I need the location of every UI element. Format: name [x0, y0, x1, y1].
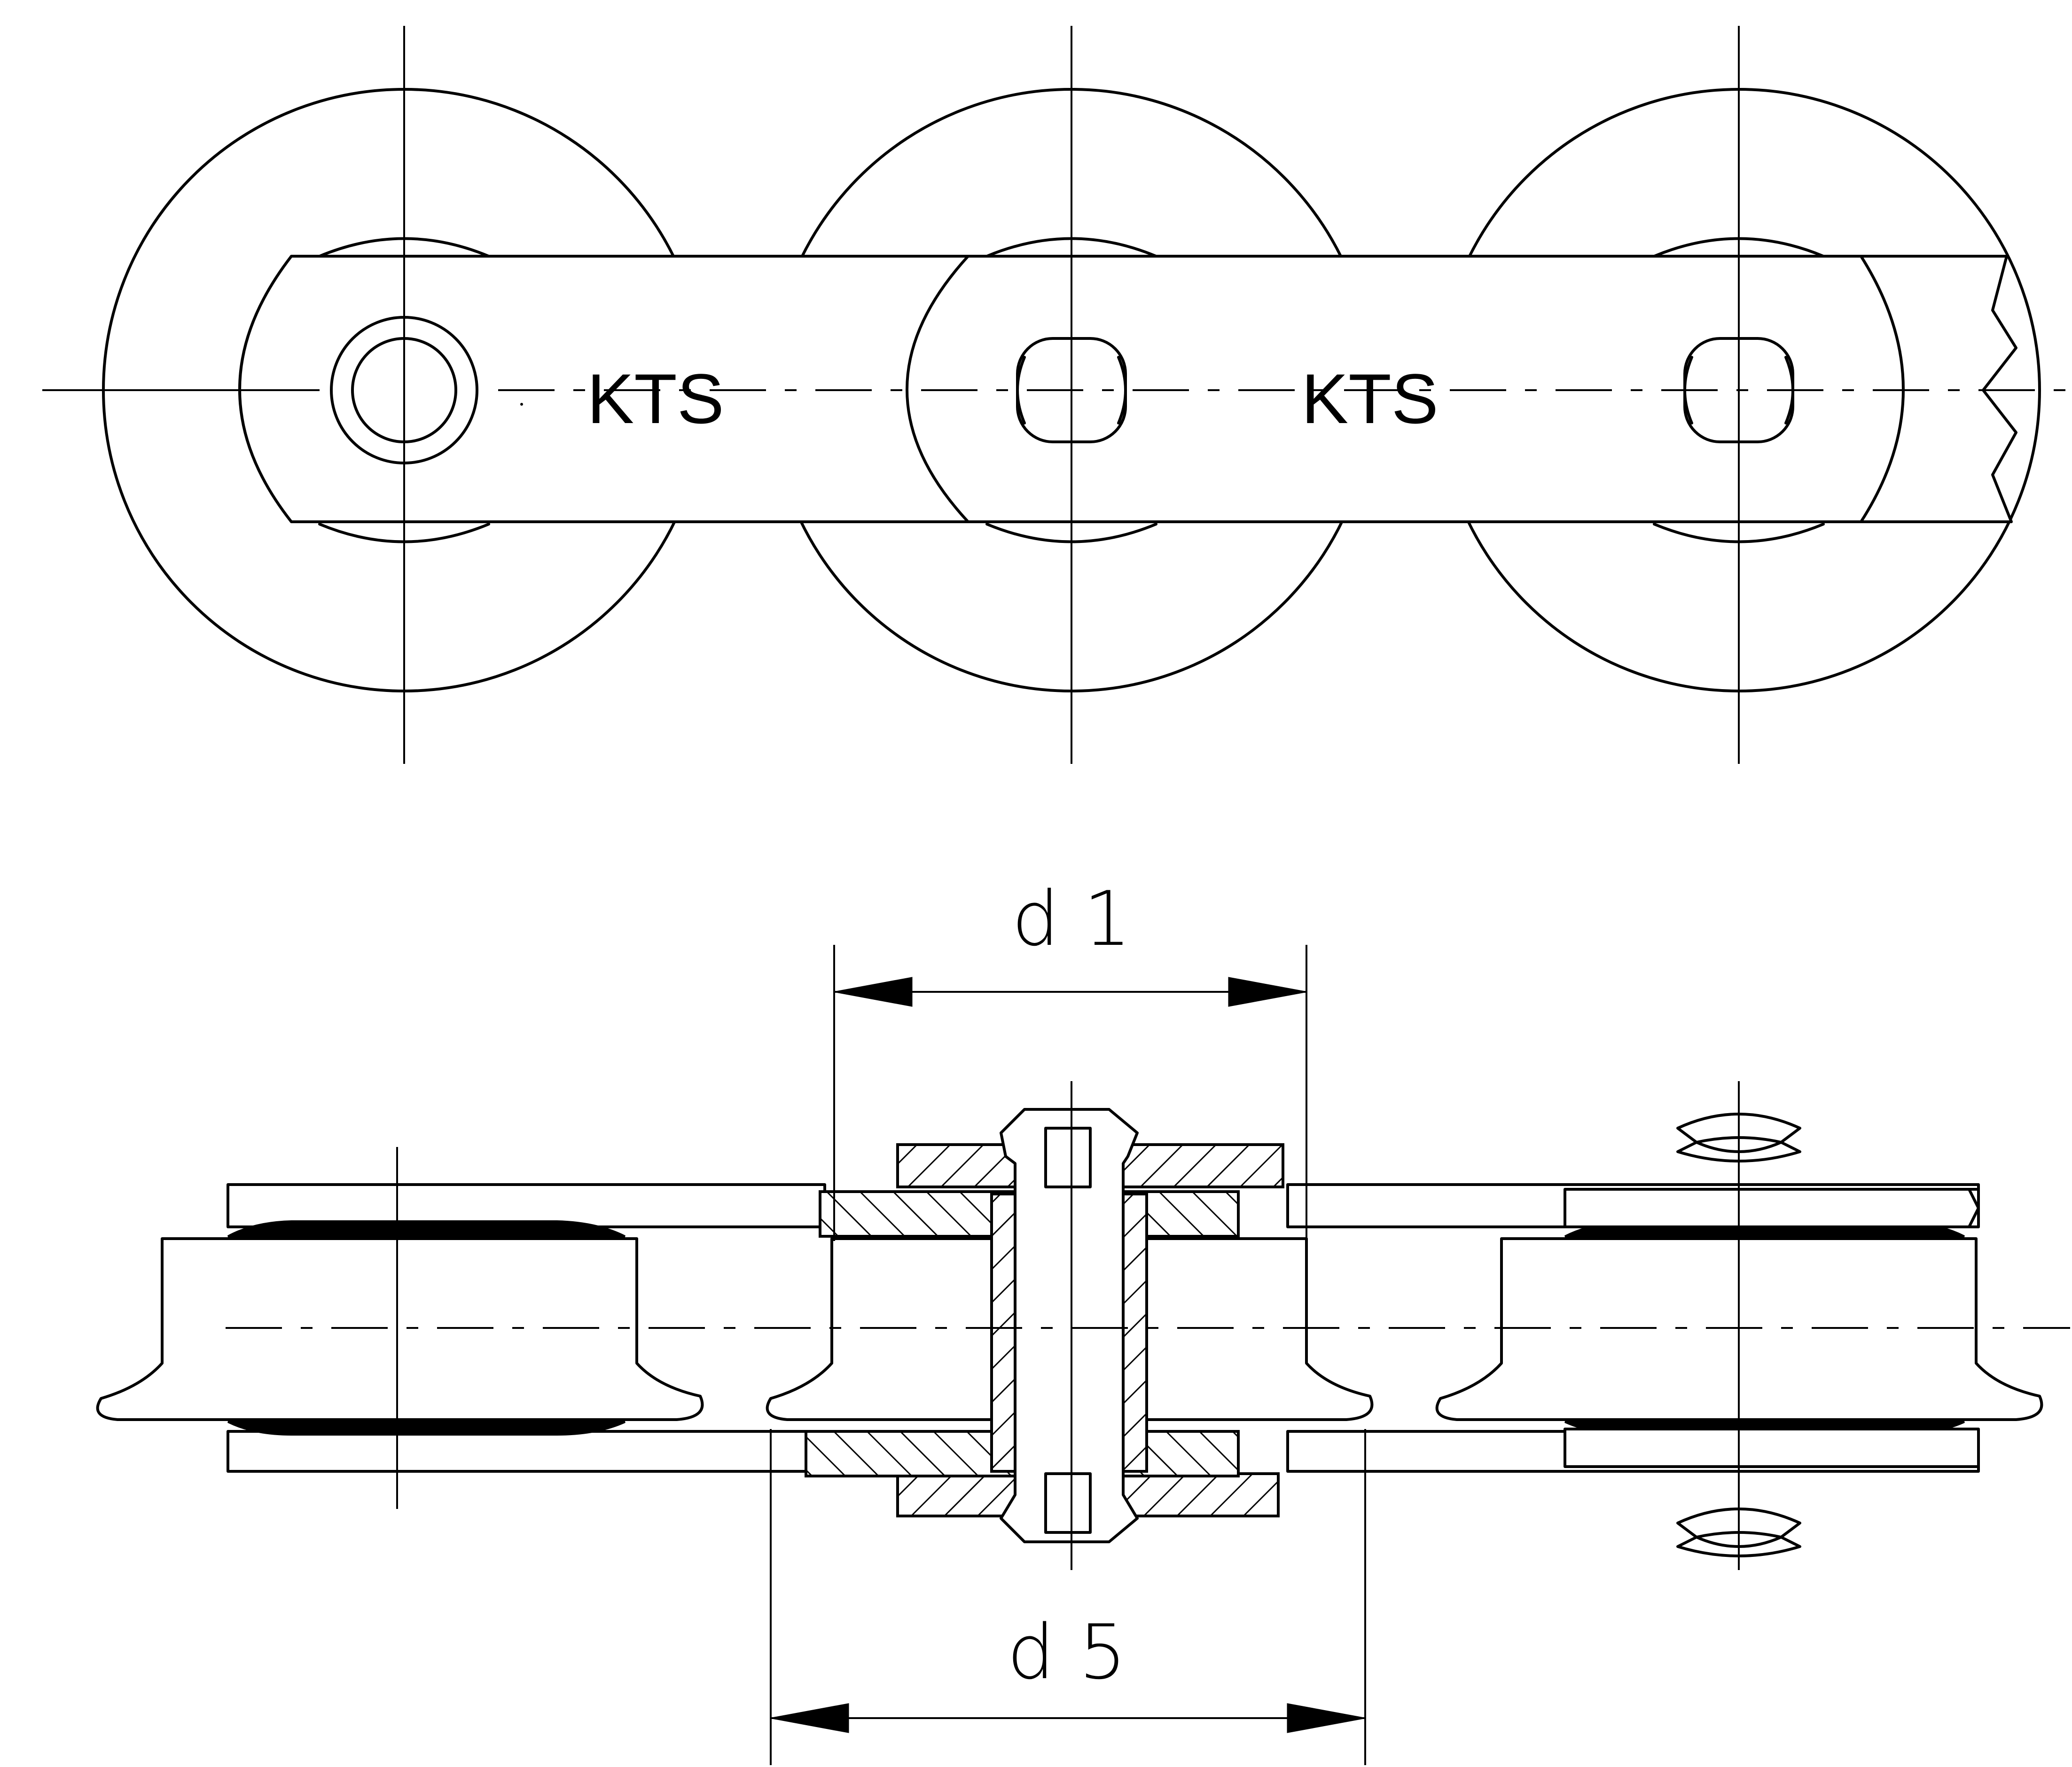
- dimension-d1-label: d 1: [1012, 875, 1131, 963]
- dimension-d1: d 1: [833, 875, 1307, 1241]
- top-view: KTS KTS: [42, 26, 2068, 764]
- plate-mark-left: KTS: [587, 359, 724, 438]
- section-view: [96, 1081, 2070, 1570]
- dimension-d5-label: d 5: [1007, 1608, 1126, 1696]
- section-pin: [1000, 1108, 1139, 1543]
- dimension-d5: d 5: [770, 1429, 1366, 1765]
- section-roller-left: [96, 1237, 704, 1421]
- plate-mark-right: KTS: [1301, 359, 1439, 438]
